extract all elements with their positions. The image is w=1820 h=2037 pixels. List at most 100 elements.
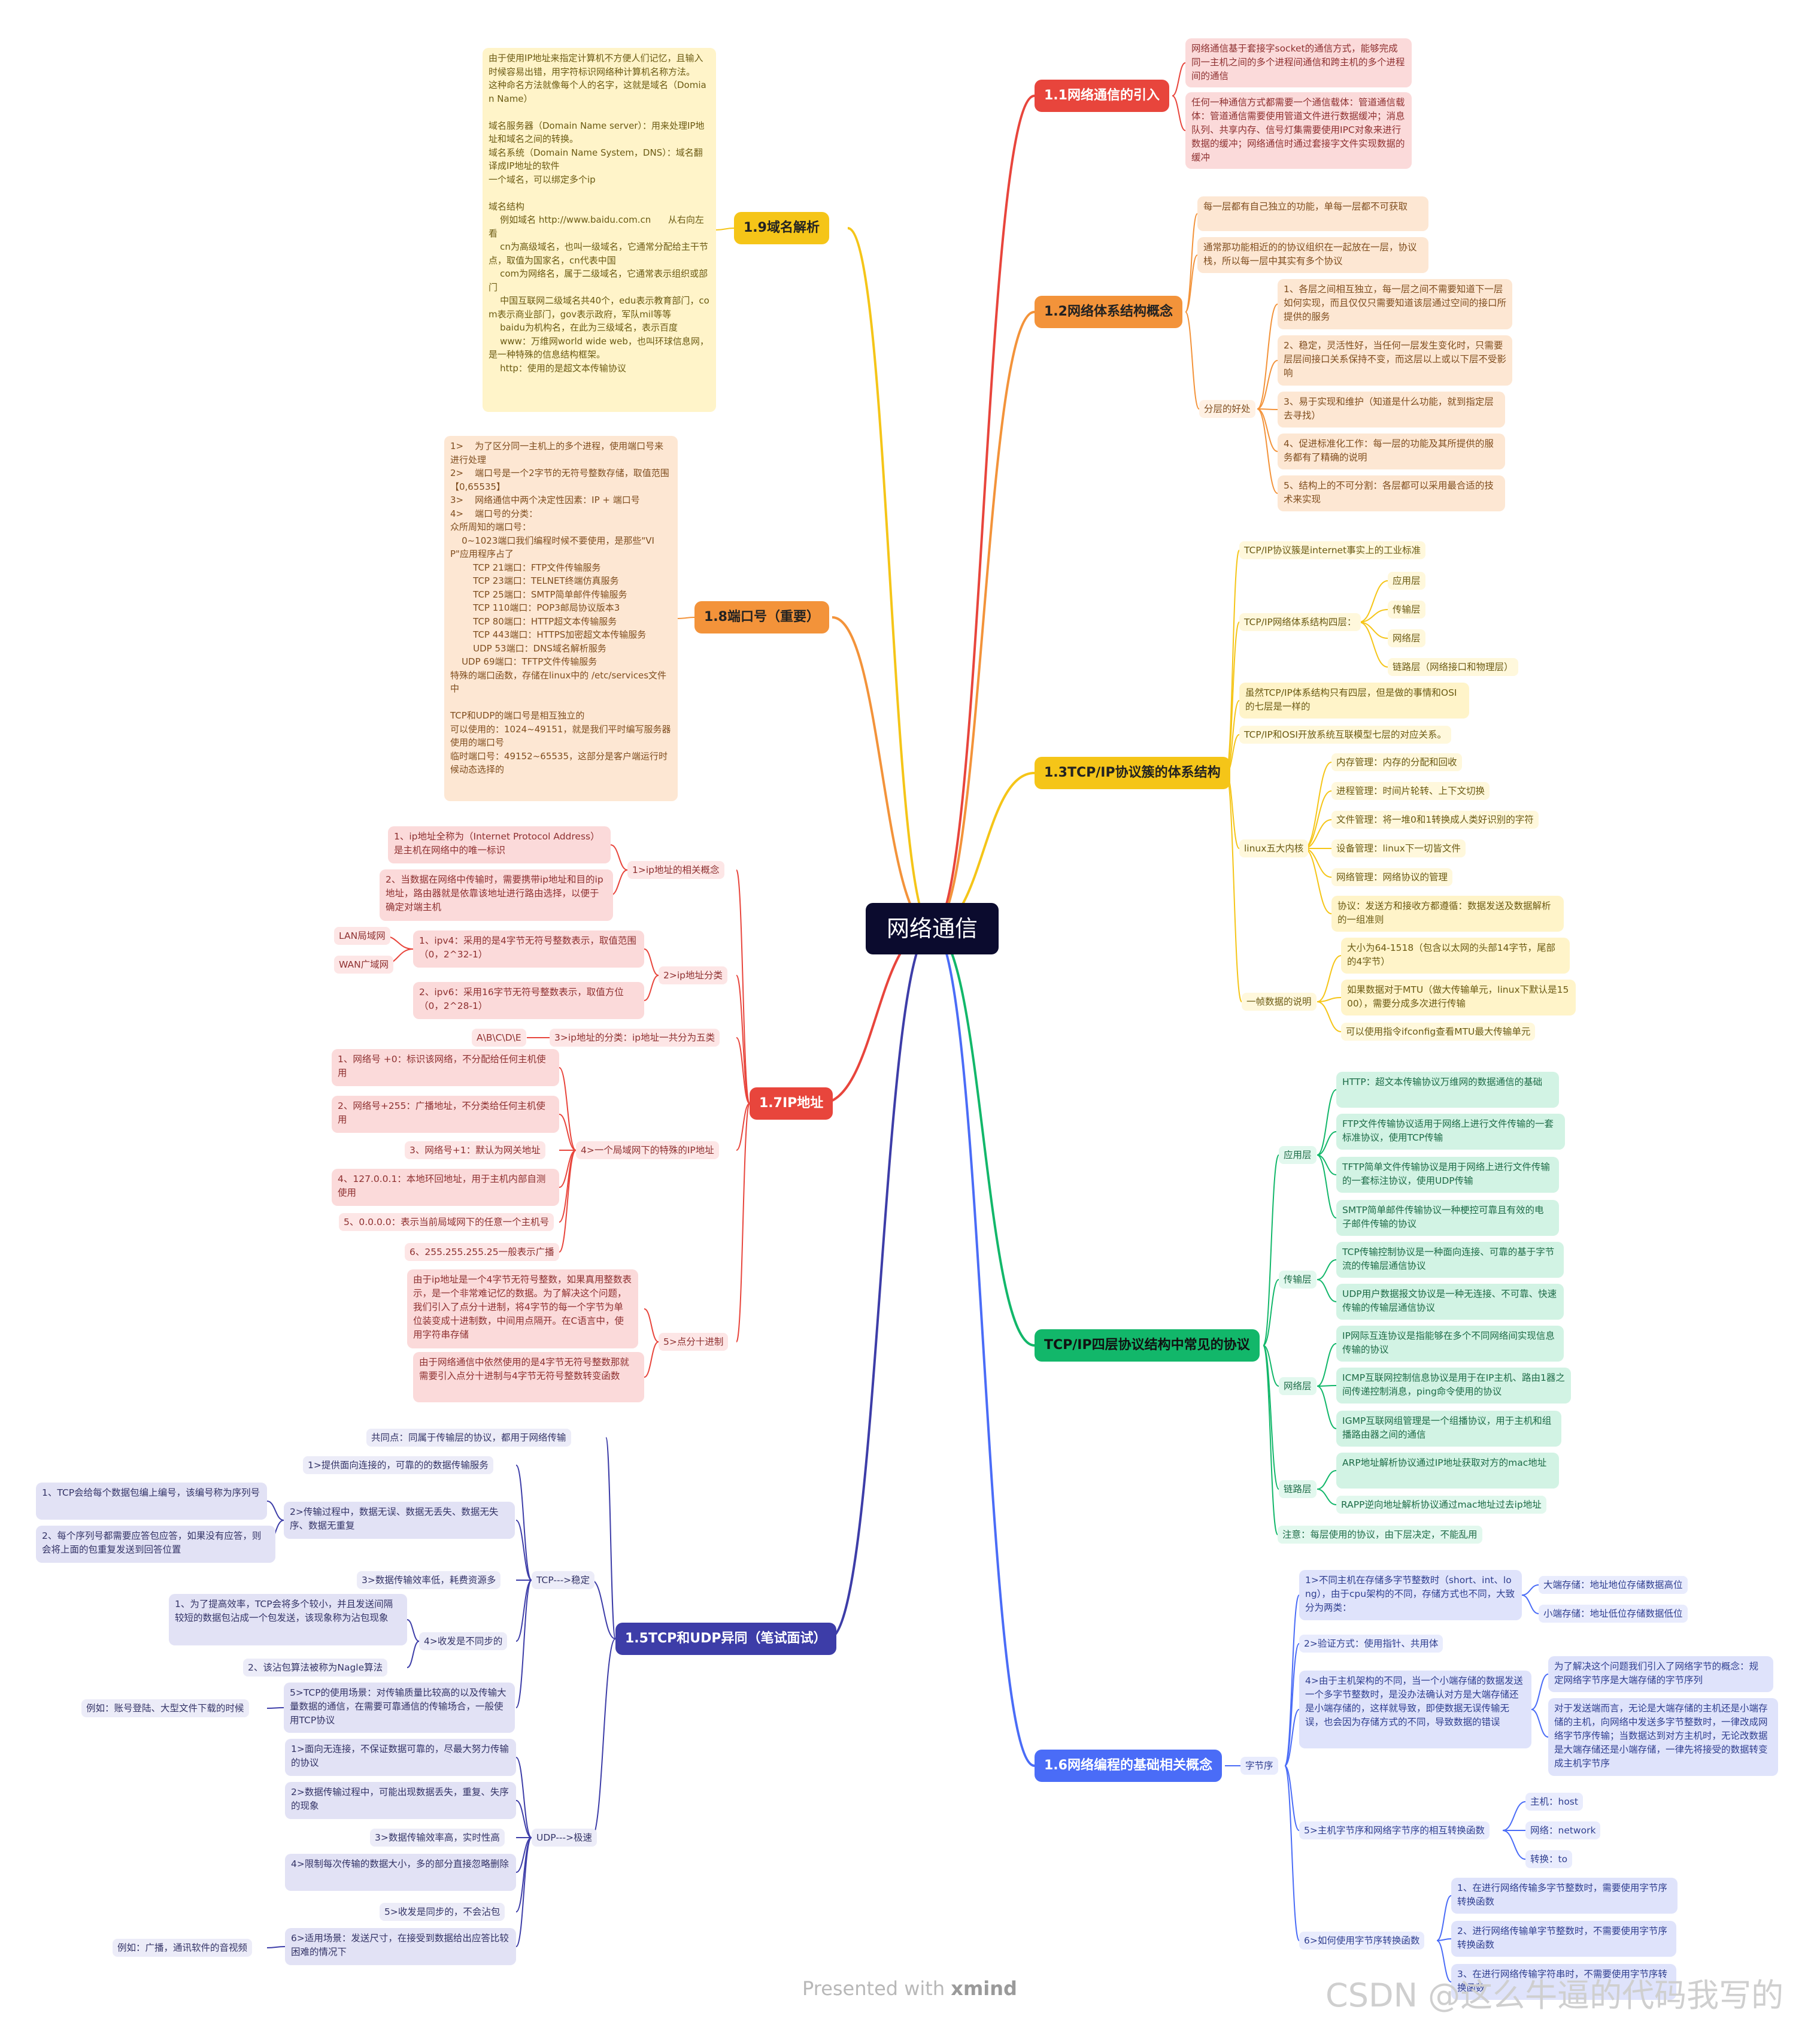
b15-tcp-4-child-1[interactable]: 1、为了提高效率，TCP会将多个较小，并且发送间隔较短的数据包沾成一个包发送，该… bbox=[169, 1594, 407, 1645]
b17-c5-item-1[interactable]: 由于ip地址是一个4字节无符号整数，如果真用整数表示，是一个非常难记忆的数据。为… bbox=[407, 1269, 638, 1348]
b13-layer-app[interactable]: 应用层 bbox=[1388, 572, 1425, 590]
b14-link-1[interactable]: ARP地址解析协议通过IP地址获取对方的mac地址 bbox=[1336, 1453, 1559, 1489]
branch-1-8[interactable]: 1.8端口号（重要） bbox=[694, 601, 829, 633]
b16-item-5[interactable]: 5>主机字节序和网络字节序的相互转换函数 bbox=[1299, 1821, 1490, 1839]
b19-text[interactable]: 由于使用IP地址来指定计算机不方便人们记忆，且输入时候容易出错，用字符标识网络种… bbox=[483, 48, 716, 412]
b15-tcp-4-child-2[interactable]: 2、该沾包算法被称为Nagle算法 bbox=[243, 1659, 388, 1677]
branch-1-4[interactable]: TCP/IP四层协议结构中常见的协议 bbox=[1035, 1329, 1260, 1362]
b12-benefit-2[interactable]: 2、稳定，灵活性好，当任何一层发生变化时，只需要层层间接口关系保持不变，而这层以… bbox=[1278, 335, 1512, 386]
b15-udp-1[interactable]: 1>面向无连接，不保证数据可靠的，尽最大努力传输的协议 bbox=[285, 1739, 516, 1776]
b14-note[interactable]: 注意：每层使用的协议，由下层决定，不能乱用 bbox=[1278, 1526, 1482, 1544]
b17-c3-item[interactable]: A\B\C\D\E bbox=[472, 1029, 526, 1047]
b17-c4-item-1[interactable]: 1、网络号 +0：标识该网络，不分配给任何主机使用 bbox=[332, 1049, 559, 1086]
b13-frame-3[interactable]: 可以使用指令ifconfig查看MTU最大传输单元 bbox=[1341, 1023, 1536, 1041]
b12-benefit-3[interactable]: 3、易于实现和维护（知道是什么功能，就到指定层去寻找） bbox=[1278, 392, 1505, 428]
b17-c1-item-2[interactable]: 2、当数据在网络中传输时，需要携带ip地址和目的ip地址，路由器就是依靠该地址进… bbox=[380, 869, 613, 921]
b16-sub-label[interactable]: 字节序 bbox=[1240, 1757, 1278, 1775]
b16-big-endian[interactable]: 大端存储：地址地位存储数据高位 bbox=[1539, 1576, 1688, 1594]
b14-app-4[interactable]: SMTP简单邮件传输协议一种梗控可靠且有效的电子邮件传输的协议 bbox=[1336, 1200, 1559, 1236]
b14-app-1[interactable]: HTTP：超文本传输协议万维网的数据通信的基础 bbox=[1336, 1072, 1559, 1108]
b13-four-label[interactable]: TCP/IP网络体系结构四层： bbox=[1239, 613, 1361, 631]
b14-trans-1[interactable]: TCP传输控制协议是一种面向连接、可靠的基于字节流的传输层通信协议 bbox=[1336, 1242, 1564, 1278]
b17-c2-item-2[interactable]: 2、ipv6：采用16字节无符号整数表示，取值方位（0，2^28-1） bbox=[413, 982, 644, 1019]
b15-tcp-2[interactable]: 2>传输过程中，数据无误、数据无丢失、数据无失序、数据无重复 bbox=[284, 1502, 515, 1539]
b15-udp-5[interactable]: 5>收发是同步的，不会沾包 bbox=[380, 1903, 505, 1921]
b13-linux-6[interactable]: 协议：发送方和接收方都遵循：数据发送及数据解析的一组准则 bbox=[1331, 896, 1564, 932]
b14-net-2[interactable]: ICMP互联网控制信息协议是用于在IP主机、路由1器之间传递控制消息，ping命… bbox=[1336, 1368, 1571, 1404]
b14-app-3[interactable]: TFTP简单文件传输协议是用于网络上进行文件传输的一套标注协议，使用UDP传输 bbox=[1336, 1157, 1559, 1193]
b11-item-2[interactable]: 任何一种通信方式都需要一个通信载体：管道通信载体：管道通信需要使用管道文件进行数… bbox=[1185, 92, 1412, 169]
b14-net-label[interactable]: 网络层 bbox=[1279, 1377, 1317, 1395]
b15-udp-3[interactable]: 3>数据传输效率高，实时性高 bbox=[370, 1829, 505, 1847]
b13-layer-network[interactable]: 网络层 bbox=[1388, 629, 1425, 647]
b17-c5-item-2[interactable]: 由于网络通信中依然使用的是4字节无符号整数那就需要引入点分十进制与4字节无符号整… bbox=[413, 1352, 644, 1402]
b16-to[interactable]: 转换：to bbox=[1525, 1850, 1573, 1868]
b12-item-2[interactable]: 通常那功能相近的的协议组织在一起放在一层，协议栈，所以每一层中其实有多个协议 bbox=[1197, 237, 1428, 273]
b13-frame-1[interactable]: 大小为64-1518（包含以太网的头部14字节，尾部的4字节） bbox=[1341, 938, 1570, 974]
b13-note-1[interactable]: 虽然TCP/IP体系结构只有四层，但是做的事情和OSI的七层是一样的 bbox=[1239, 683, 1469, 719]
b17-lan[interactable]: LAN局域网 bbox=[334, 927, 390, 945]
b13-linux-4[interactable]: 设备管理：linux下一切皆文件 bbox=[1331, 839, 1466, 857]
b17-c1[interactable]: 1>ip地址的相关概念 bbox=[627, 861, 724, 879]
b14-net-1[interactable]: IP网际互连协议是指能够在多个不同网络间实现信息传输的协议 bbox=[1336, 1326, 1564, 1362]
b14-trans-2[interactable]: UDP用户数据报文协议是一种无连接、不可靠、快速传输的传输层通信协议 bbox=[1336, 1284, 1564, 1320]
b17-c5[interactable]: 5>点分十进制 bbox=[659, 1333, 729, 1351]
b13-linux-3[interactable]: 文件管理：将一堆0和1转换成人类好识别的字符 bbox=[1331, 811, 1539, 829]
b17-c4-item-3[interactable]: 3、网络号+1：默认为网关地址 bbox=[405, 1141, 545, 1159]
b16-item-6[interactable]: 6>如何使用字节序转换函数 bbox=[1299, 1932, 1425, 1950]
b16-little-endian[interactable]: 小端存储：地址低位存储数据低位 bbox=[1539, 1605, 1688, 1623]
b14-trans-label[interactable]: 传输层 bbox=[1279, 1271, 1317, 1289]
b15-tcp-4[interactable]: 4>收发是不同步的 bbox=[419, 1632, 508, 1650]
b12-benefits-label[interactable]: 分层的好处 bbox=[1199, 400, 1255, 418]
b12-benefit-4[interactable]: 4、促进标准化工作：每一层的功能及其所提供的服务都有了精确的说明 bbox=[1278, 434, 1505, 469]
b16-item-6-child-2[interactable]: 2、进行网络传输单字节整数时，不需要使用字节序转换函数 bbox=[1451, 1921, 1676, 1957]
b16-item-4-child-2[interactable]: 对于发送端而言，无论是大端存储的主机还是小端存储的主机，向网络中发送多字节整数时… bbox=[1548, 1698, 1778, 1776]
b15-tcp-2-child-1[interactable]: 1、TCP会给每个数据包编上编号，该编号称为序列号 bbox=[36, 1483, 267, 1520]
branch-1-7[interactable]: 1.7IP地址 bbox=[750, 1087, 833, 1120]
b17-c4-item-5[interactable]: 5、0.0.0.0：表示当前局域网下的任意一个主机号 bbox=[339, 1213, 554, 1231]
b16-item-1[interactable]: 1>不同主机在存储多字节整数时（short、int、long），由于cpu架构的… bbox=[1299, 1570, 1522, 1620]
b15-udp-6-child[interactable]: 例如：广播，通讯软件的音视频 bbox=[113, 1939, 253, 1957]
b13-frame-label[interactable]: 一帧数据的说明 bbox=[1242, 993, 1317, 1011]
b17-c4-item-4[interactable]: 4、127.0.0.1：本地环回地址，用于主机内部自测使用 bbox=[332, 1169, 559, 1206]
b13-layer-link[interactable]: 链路层（网络接口和物理层） bbox=[1388, 658, 1518, 676]
b18-text[interactable]: 1> 为了区分同一主机上的多个进程，使用端口号来进行处理 2> 端口号是一个2字… bbox=[444, 436, 678, 801]
b17-c3[interactable]: 3>ip地址的分类：ip地址一共分为五类 bbox=[550, 1029, 720, 1047]
b14-net-3[interactable]: IGMP互联网组管理是一个组播协议，用于主机和组播路由器之间的通信 bbox=[1336, 1411, 1561, 1447]
b16-item-4[interactable]: 4>由于主机架构的不同，当一个小端存储的数据发送一个多字节整数时，是没办法确认对… bbox=[1299, 1671, 1531, 1748]
branch-1-1[interactable]: 1.1网络通信的引入 bbox=[1035, 80, 1169, 112]
b17-c1-item-1[interactable]: 1、ip地址全称为（Internet Protocol Address）是主机在… bbox=[388, 826, 611, 863]
b15-udp-2[interactable]: 2>数据传输过程中，可能出现数据丢失，重复、失序的现象 bbox=[285, 1782, 516, 1819]
b16-item-6-child-3[interactable]: 3、在进行网络传输字符串时，不需要使用字节序转换函数 bbox=[1451, 1964, 1676, 2000]
b15-tcp-5[interactable]: 5>TCP的使用场景：对传输质量比较高的以及传输大量数据的通信，在需要可靠通信的… bbox=[284, 1683, 515, 1733]
b14-app-2[interactable]: FTP文件传输协议适用于网络上进行文件传输的一套标准协议，使用TCP传输 bbox=[1336, 1114, 1565, 1150]
b12-benefit-1[interactable]: 1、各层之间相互独立，每一层之间不需要知道下一层如何实现，而且仅仅只需要知道该层… bbox=[1278, 279, 1512, 329]
b13-layer-transport[interactable]: 传输层 bbox=[1388, 601, 1425, 619]
b14-link-2[interactable]: RAPP逆向地址解析协议通过mac地址过去ip地址 bbox=[1336, 1496, 1546, 1514]
b13-linux-5[interactable]: 网络管理：网络协议的管理 bbox=[1331, 868, 1453, 886]
b15-tcp-1[interactable]: 1>提供面向连接的，可靠的的数据传输服务 bbox=[303, 1456, 493, 1474]
b15-tcp-2-child-2[interactable]: 2、每个序列号都需要应答包应答，如果没有应答，则会将上面的包重复发送到回答位置 bbox=[36, 1526, 275, 1563]
branch-1-6[interactable]: 1.6网络编程的基础相关概念 bbox=[1035, 1750, 1222, 1782]
b17-c2-item-1[interactable]: 1、ipv4：采用的是4字节无符号整数表示，取值范围（0，2^32-1） bbox=[413, 930, 644, 968]
root-topic[interactable]: 网络通信 bbox=[866, 903, 999, 954]
b17-c4-item-2[interactable]: 2、网络号+255：广播地址，不分类给任何主机使用 bbox=[332, 1096, 559, 1133]
b17-c4-item-6[interactable]: 6、255.255.255.25一般表示广播 bbox=[405, 1243, 559, 1261]
b13-standard[interactable]: TCP/IP协议簇是internet事实上的工业标准 bbox=[1239, 541, 1426, 559]
b16-item-4-child-1[interactable]: 为了解决这个问题我们引入了网络字节的概念：规定网络字节序是大端存储的字节序列 bbox=[1548, 1656, 1773, 1692]
b15-udp-4[interactable]: 4>限制每次传输的数据大小，多的部分直接忽略删除 bbox=[285, 1854, 516, 1891]
b16-network[interactable]: 网络：network bbox=[1525, 1821, 1601, 1839]
b16-item-6-child-1[interactable]: 1、在进行网络传输多字节整数时，需要使用字节序转换函数 bbox=[1451, 1878, 1678, 1914]
b14-app-label[interactable]: 应用层 bbox=[1279, 1146, 1317, 1164]
branch-1-9[interactable]: 1.9域名解析 bbox=[734, 212, 829, 244]
b15-tcp-3[interactable]: 3>数据传输效率低，耗费资源多 bbox=[357, 1571, 501, 1589]
b15-tcp-5-child[interactable]: 例如：账号登陆、大型文件下载的时候 bbox=[81, 1699, 249, 1717]
b15-udp-label[interactable]: UDP--->极速 bbox=[532, 1829, 597, 1847]
b17-c4[interactable]: 4>一个局域网下的特殊的IP地址 bbox=[576, 1141, 719, 1159]
b13-linux-1[interactable]: 内存管理：内存的分配和回收 bbox=[1331, 753, 1462, 771]
b15-common[interactable]: 共同点：同属于传输层的协议，都用于网络传输 bbox=[366, 1429, 571, 1447]
branch-1-5[interactable]: 1.5TCP和UDP异同（笔试面试） bbox=[615, 1623, 836, 1655]
branch-1-3[interactable]: 1.3TCP/IP协议簇的体系结构 bbox=[1035, 757, 1230, 789]
b13-linux-label[interactable]: linux五大内核 bbox=[1239, 839, 1309, 857]
b11-item-1[interactable]: 网络通信基于套接字socket的通信方式，能够完成同一主机之间的多个进程间通信和… bbox=[1185, 38, 1412, 87]
